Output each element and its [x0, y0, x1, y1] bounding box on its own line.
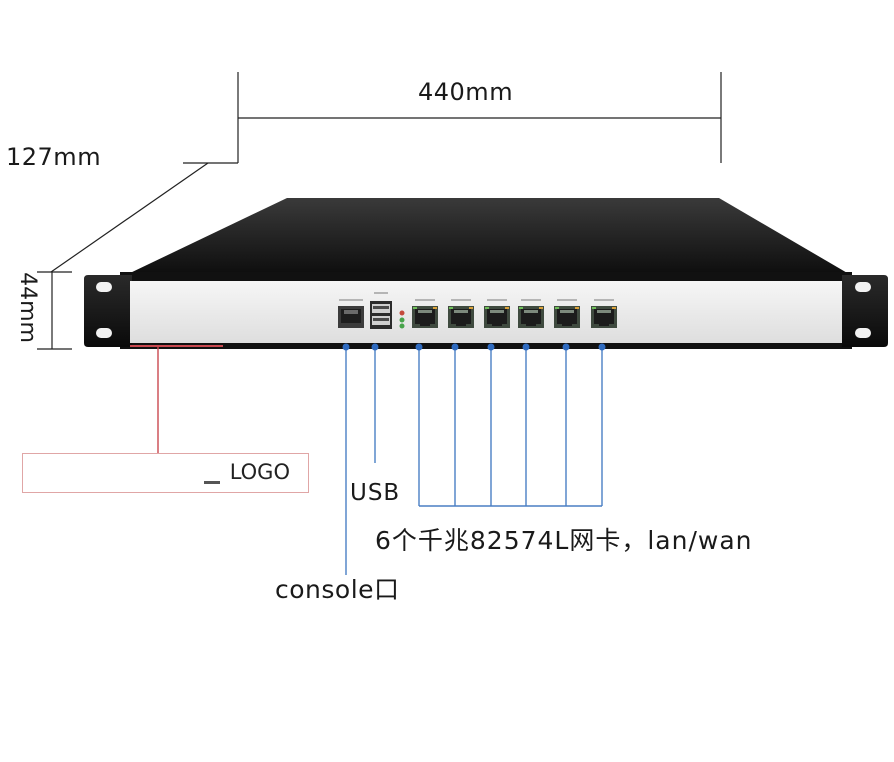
callout-lines	[342, 343, 606, 575]
logo-placeholder-box: LOGO	[22, 453, 309, 493]
ethernet-port	[412, 299, 438, 328]
callout-dot	[342, 343, 350, 351]
ethernet-port	[591, 299, 617, 328]
callout-dot	[451, 343, 459, 351]
ethernet-port	[448, 299, 474, 328]
dimension-lines	[37, 72, 722, 350]
callout-dot	[562, 343, 570, 351]
console-label: console口	[275, 575, 400, 604]
ethernet-ports	[412, 299, 617, 328]
ethernet-port	[518, 299, 544, 328]
status-leds	[399, 310, 405, 329]
chassis-top	[128, 198, 849, 274]
nic-label: 6个千兆82574L网卡，lan/wan	[375, 526, 753, 555]
rack-ear-right	[842, 275, 888, 347]
callout-dot	[598, 343, 606, 351]
logo-label: LOGO	[229, 460, 290, 484]
ethernet-port	[484, 299, 510, 328]
logo-callout	[130, 345, 223, 453]
usb-ports	[370, 292, 392, 329]
width-label: 440mm	[418, 78, 514, 106]
height-label: 44mm	[14, 272, 40, 343]
depth-label: 127mm	[6, 143, 102, 171]
console-port	[338, 299, 364, 328]
callout-dot	[487, 343, 495, 351]
callout-dot	[522, 343, 530, 351]
rack-ear-left	[84, 275, 132, 347]
logo-mark	[204, 481, 220, 484]
callout-dot	[415, 343, 423, 351]
ethernet-port	[554, 299, 580, 328]
callout-dot	[371, 343, 379, 351]
depth-line	[50, 162, 209, 273]
usb-label: USB	[350, 480, 401, 506]
